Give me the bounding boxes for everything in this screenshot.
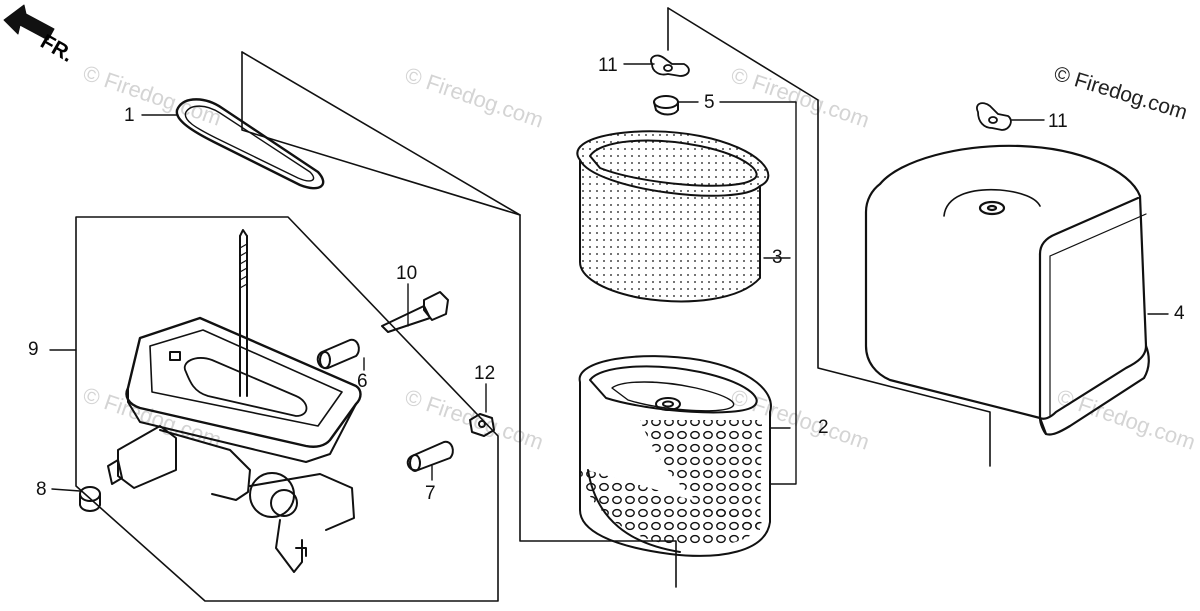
callout-8[interactable]: 8 [36,479,47,500]
cover-part-4 [864,144,1150,436]
callout-3[interactable]: 3 [772,247,783,268]
foam-element-part-3 [576,130,770,303]
gasket-part-1 [175,98,325,190]
grommet-part-5 [653,95,679,116]
bolt-part-10 [381,291,449,333]
callout-12[interactable]: 12 [474,363,496,384]
callout-11-cover[interactable]: 11 [1048,111,1068,132]
callout-2[interactable]: 2 [818,417,829,438]
collar-part-6 [316,338,360,370]
collar-part-8 [79,486,101,512]
wing-nut-part-11 [650,54,690,77]
callout-7[interactable]: 7 [425,483,436,504]
callout-5[interactable]: 5 [704,92,715,113]
callout-11[interactable]: 11 [598,55,618,76]
air-cleaner-case-part-9 [107,316,362,573]
wing-nut-part-11b [976,102,1012,131]
callout-6[interactable]: 6 [357,371,368,392]
front-direction-arrow-icon [3,4,55,41]
assembly-outline [75,7,991,602]
callout-10[interactable]: 10 [396,263,418,284]
leader-lines [49,63,1169,492]
callout-9[interactable]: 9 [28,339,39,360]
callout-4[interactable]: 4 [1174,303,1185,324]
collar-part-7 [406,440,454,472]
callout-1[interactable]: 1 [124,105,135,126]
nut-part-12 [469,413,495,437]
stud-bolt [239,229,248,397]
paper-element-part-2 [578,355,772,557]
